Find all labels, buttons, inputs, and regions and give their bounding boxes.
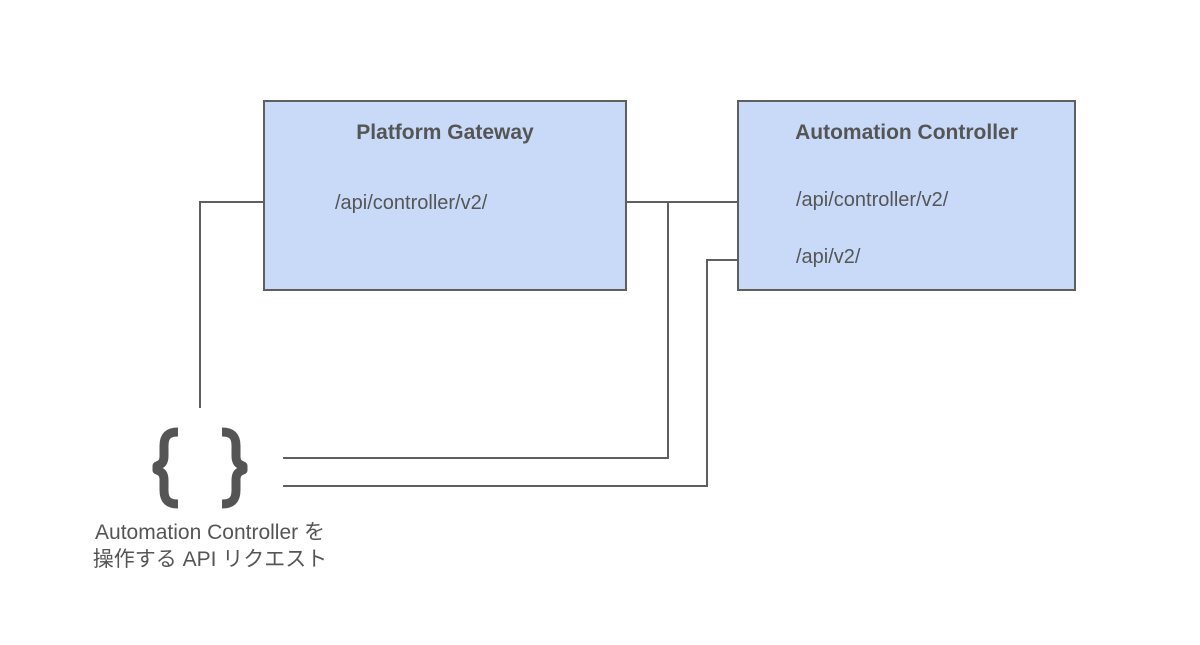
curly-braces-icon — [152, 427, 248, 509]
platform-gateway-box: Platform Gateway /api/controller/v2/ — [263, 100, 627, 291]
client-to-controller-v2-line — [283, 202, 669, 459]
platform-gateway-title: Platform Gateway — [356, 121, 534, 144]
automation-controller-box: Automation Controller /api/controller/v2… — [737, 100, 1076, 291]
controller-route-api-v2: /api/v2/ — [796, 246, 861, 268]
gateway-route-controller-v2: /api/controller/v2/ — [335, 192, 488, 214]
controller-route-controller-v2: /api/controller/v2/ — [796, 189, 949, 211]
client-to-api-v2-arrow — [283, 254, 771, 487]
client-caption-line-1: Automation Controller を — [95, 521, 325, 544]
automation-controller-title: Automation Controller — [795, 121, 1018, 144]
client-caption-line-2: 操作する API リクエスト — [92, 548, 328, 571]
client-caption: Automation Controller を 操作する API リクエスト — [60, 519, 360, 573]
